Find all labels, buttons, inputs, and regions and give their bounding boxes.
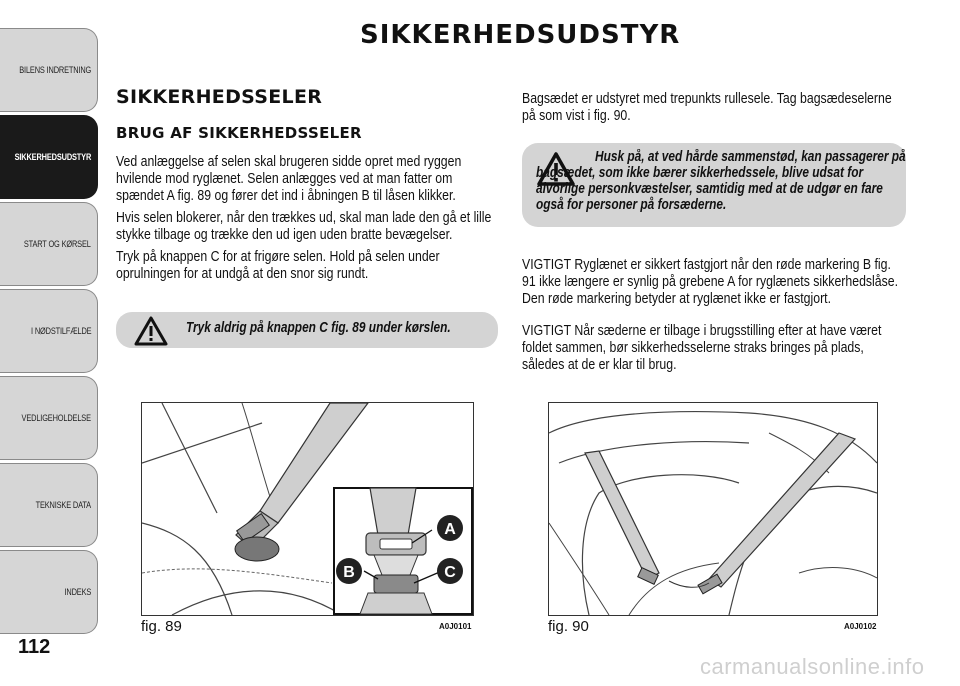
tab-bilens-indretning[interactable]: BILENS INDRETNING [0, 28, 98, 112]
label-a: A [437, 515, 463, 541]
tab-vedligeholdelse[interactable]: VEDLIGEHOLDELSE [0, 376, 98, 460]
warning-triangle-icon [134, 316, 168, 346]
figure-90 [548, 402, 878, 616]
warning-text-button-c: Tryk aldrig på knappen C fig. 89 under k… [186, 320, 451, 336]
seat-belt-buckle-illustration: A B C [141, 402, 473, 616]
section-title: SIKKERHEDSSELER [116, 86, 323, 108]
svg-text:A: A [444, 521, 456, 538]
svg-text:C: C [444, 564, 456, 581]
tab-tekniske-data[interactable]: TEKNISKE DATA [0, 463, 98, 547]
page-number: 112 [18, 636, 51, 658]
paragraph-important-backrest: VIGTIGT Ryglænet er sikkert fastgjort nå… [522, 256, 899, 307]
paragraph-rear-seat: Bagsædet er udstyret med trepunkts rulle… [522, 90, 892, 124]
figure-89-code: A0J0101 [439, 622, 472, 631]
paragraph-fastening: Ved anlæggelse af selen skal brugeren si… [116, 153, 462, 204]
footer-watermark: carmanualsonline.info [700, 654, 925, 679]
figure-90-code: A0J0102 [844, 622, 877, 631]
page-title: SIKKERHEDSUDSTYR [360, 20, 681, 50]
figure-89-caption: fig. 89 [141, 618, 182, 635]
warning-box-button-c: Tryk aldrig på knappen C fig. 89 under k… [116, 312, 498, 348]
figure-89: A B C [141, 402, 474, 616]
paragraph-release: Tryk på knappen C for at frigøre selen. … [116, 248, 440, 282]
warning-text-rear-passengers: Husk på, at ved hårde sammenstød, kan pa… [536, 149, 906, 213]
tab-i-nodstilfaelde[interactable]: I NØDSTILFÆLDE [0, 289, 98, 373]
rear-seat-belts-illustration [548, 411, 878, 616]
tab-start-og-korsel[interactable]: START OG KØRSEL [0, 202, 98, 286]
paragraph-important-seats: VIGTIGT Når sæderne er tilbage i brugsst… [522, 322, 882, 373]
warning-box-rear-passengers: Husk på, at ved hårde sammenstød, kan pa… [522, 143, 906, 227]
tab-sikkerhedsudstyr[interactable]: SIKKERHEDSUDSTYR [0, 115, 98, 199]
svg-text:B: B [343, 564, 355, 581]
subsection-title: BRUG AF SIKKERHEDSSELER [116, 124, 362, 142]
label-b: B [336, 558, 362, 584]
paragraph-blocking: Hvis selen blokerer, når den trækkes ud,… [116, 209, 492, 243]
tab-indeks[interactable]: INDEKS [0, 550, 98, 634]
warning-triangle-icon [537, 152, 575, 186]
figure-90-caption: fig. 90 [548, 618, 589, 635]
label-c: C [437, 558, 463, 584]
